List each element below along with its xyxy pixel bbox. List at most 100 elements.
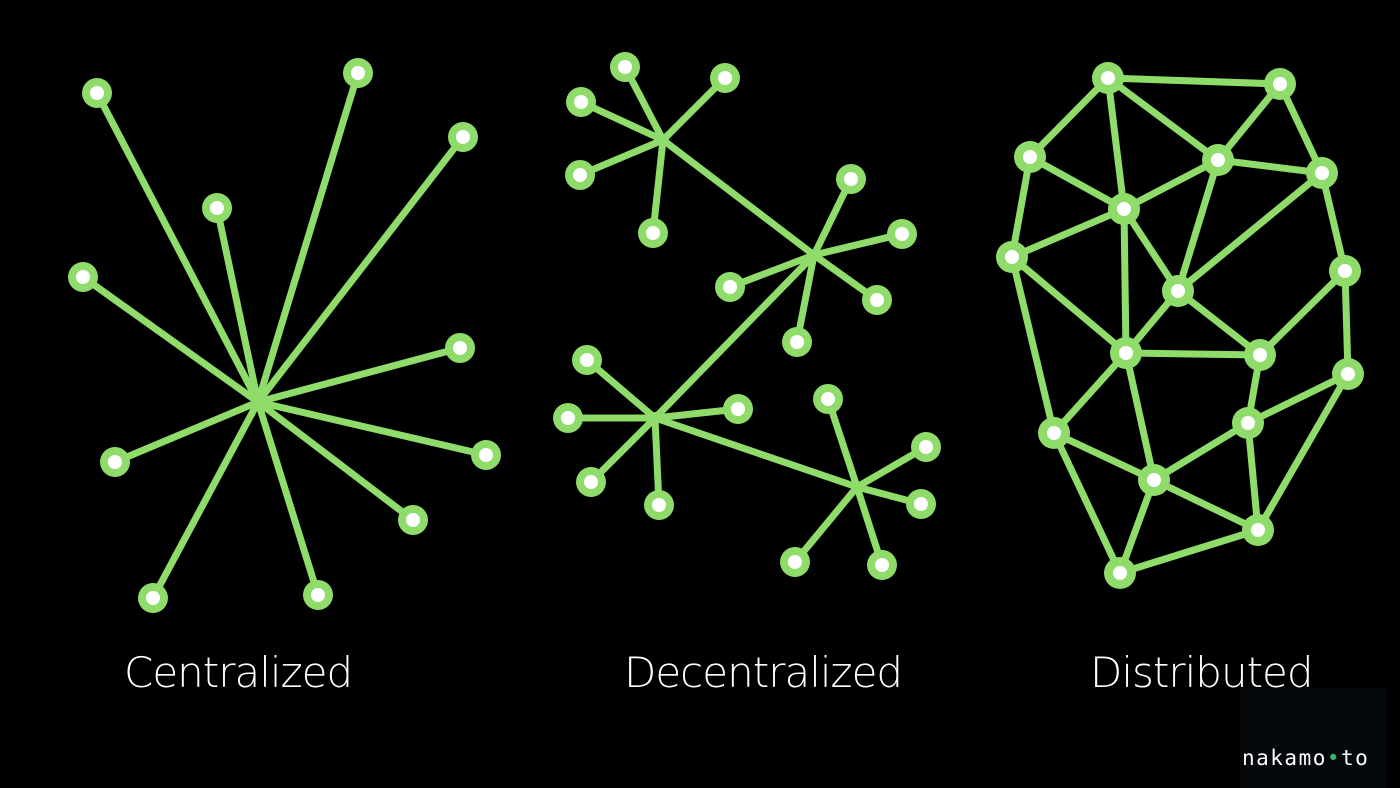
decentralized-edge xyxy=(576,136,667,179)
centralized-edge xyxy=(254,398,417,524)
centralized-node xyxy=(138,583,168,613)
decentralized-node xyxy=(887,219,917,249)
decentralized-node xyxy=(566,87,596,117)
distributed-edge xyxy=(1104,74,1284,88)
distributed-node xyxy=(1244,339,1276,371)
decentralized-node xyxy=(867,550,897,580)
distributed-edge xyxy=(1341,267,1352,378)
decentralized-node xyxy=(836,164,866,194)
decentralized-node xyxy=(565,160,595,190)
decentralized-edge xyxy=(577,98,667,144)
centralized-edge xyxy=(254,398,322,599)
decentralized-edge xyxy=(824,395,861,491)
decentralized-node xyxy=(906,489,936,519)
centralized-edge xyxy=(254,398,490,459)
decentralized-hub xyxy=(657,134,669,146)
watermark-part2: to xyxy=(1341,746,1370,770)
centralized-edge xyxy=(149,398,262,602)
centralized-node xyxy=(82,78,112,108)
distributed-edge xyxy=(1120,205,1182,295)
distributed-node xyxy=(1014,141,1046,173)
distributed-edge xyxy=(1174,156,1222,295)
decentralized-node xyxy=(710,63,740,93)
distributed-edge xyxy=(1104,74,1128,213)
distributed-edge xyxy=(1008,153,1034,261)
decentralized-node xyxy=(780,547,810,577)
decentralized-node xyxy=(638,218,668,248)
centralized-node xyxy=(448,122,478,152)
centralized-edge xyxy=(111,398,262,466)
decentralized-node xyxy=(610,52,640,82)
distributed-node xyxy=(1110,337,1142,369)
distributed-edge xyxy=(1174,287,1264,359)
distributed-edge xyxy=(1116,526,1262,577)
decentralized-hub-link xyxy=(659,136,818,259)
distributed-edge xyxy=(1050,429,1158,484)
watermark-dot: • xyxy=(1326,746,1342,770)
distributed-edge xyxy=(1244,370,1352,427)
distributed-edge xyxy=(1008,205,1128,261)
distributed-node xyxy=(1138,464,1170,496)
centralized-node xyxy=(445,333,475,363)
distributed-edge xyxy=(1244,419,1262,534)
centralized-edge xyxy=(93,89,262,406)
centralized-edge xyxy=(79,273,262,406)
decentralized-node xyxy=(572,345,602,375)
centralized-node xyxy=(68,262,98,292)
distributed-edge xyxy=(1174,169,1326,295)
decentralized-hub xyxy=(851,481,863,493)
decentralized-edge xyxy=(791,483,861,566)
distributed-edge xyxy=(1026,74,1112,161)
distributed-edge xyxy=(1150,476,1262,534)
centralized-hub xyxy=(252,396,264,408)
centralized-node xyxy=(202,193,232,223)
distributed-node xyxy=(1306,157,1338,189)
distributed-node xyxy=(1242,514,1274,546)
decentralized-node xyxy=(715,272,745,302)
label-centralized: Centralized xyxy=(124,648,353,697)
decentralized-hub-link xyxy=(651,251,818,422)
decentralized-edge xyxy=(649,136,667,237)
distributed-edge xyxy=(1214,156,1326,177)
decentralized-hub-link xyxy=(651,414,861,491)
distributed-node xyxy=(1104,557,1136,589)
centralized-node xyxy=(471,440,501,470)
distributed-node xyxy=(996,241,1028,273)
distributed-edge xyxy=(1256,267,1349,359)
decentralized-node xyxy=(813,384,843,414)
distributed-edge xyxy=(1104,74,1222,164)
distributed-node xyxy=(1232,407,1264,439)
distributed-edge xyxy=(1116,476,1158,577)
distributed-edge xyxy=(1026,153,1128,213)
distributed-node xyxy=(1038,417,1070,449)
distributed-edge xyxy=(1276,80,1326,177)
distributed-edge xyxy=(1254,370,1352,534)
centralized-edge xyxy=(213,204,262,406)
centralized-node xyxy=(303,580,333,610)
label-decentralized: Decentralized xyxy=(624,648,903,697)
centralized-edge xyxy=(254,133,467,406)
decentralized-hub xyxy=(808,249,820,261)
decentralized-edge xyxy=(587,414,659,486)
distributed-edge xyxy=(1050,429,1124,577)
centralized-edge xyxy=(254,344,464,406)
distributed-node xyxy=(1202,144,1234,176)
distributed-node xyxy=(1332,358,1364,390)
distributed-edge xyxy=(1214,80,1284,164)
watermark-nakamoto: nakamo•to xyxy=(1242,746,1369,770)
decentralized-node xyxy=(723,394,753,424)
distributed-edge xyxy=(1122,349,1158,484)
distributed-edge xyxy=(1318,169,1349,275)
distributed-node xyxy=(1329,255,1361,287)
edges xyxy=(79,63,1352,602)
distributed-edge xyxy=(1122,349,1264,359)
watermark-box xyxy=(1240,688,1386,788)
decentralized-node xyxy=(576,467,606,497)
decentralized-hub xyxy=(649,412,661,424)
decentralized-node xyxy=(644,490,674,520)
centralized-node xyxy=(398,505,428,535)
watermark-part1: nakamo xyxy=(1242,746,1327,770)
distributed-edge xyxy=(1150,419,1252,484)
distributed-edge xyxy=(1008,253,1130,357)
